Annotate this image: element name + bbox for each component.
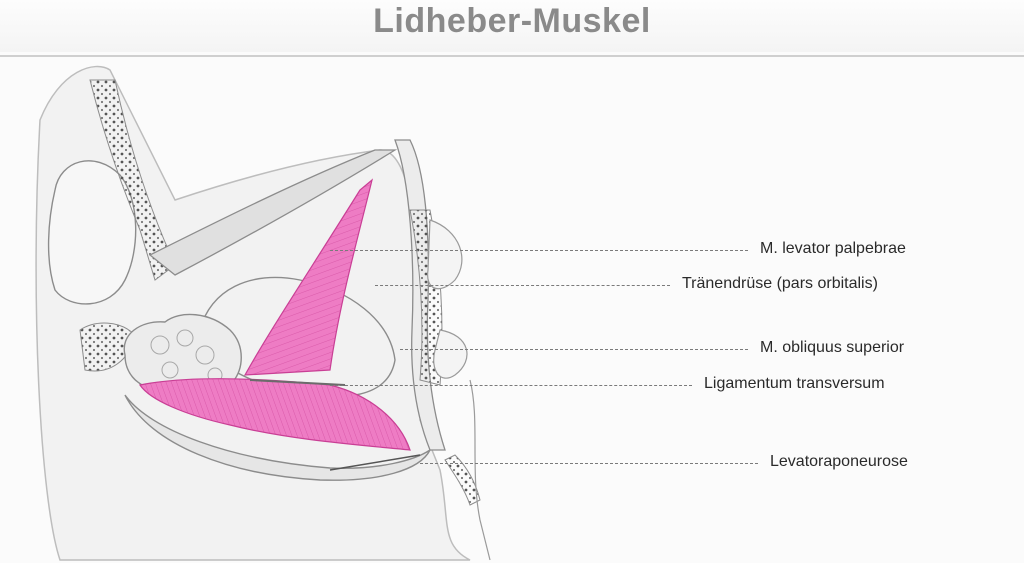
leader-line-aponeurosis [420, 463, 758, 464]
transverse-ligament [249, 379, 346, 386]
leader-line-lacrimal [375, 285, 670, 286]
label-lacrimal-gland: Tränendrüse (pars orbitalis) [682, 275, 878, 292]
title-divider [0, 55, 1024, 57]
nasal-septum [469, 379, 491, 561]
label-obliquus-superior: M. obliquus superior [760, 339, 905, 356]
page-title: Lidheber-Muskel [373, 2, 651, 40]
label-levatoraponeurose: Levatoraponeurose [770, 453, 908, 470]
eyelashes [329, 454, 421, 471]
nasal-cavity-contour [427, 219, 468, 379]
leader-line-levator [330, 250, 748, 251]
label-levator-palpebrae: M. levator palpebrae [760, 240, 906, 257]
frontal-sinus [47, 160, 137, 305]
orbital-roof [148, 149, 398, 276]
maxilla-bone-dotted [444, 454, 481, 506]
leader-line-ligament [330, 385, 692, 386]
title-bar: Lidheber-Muskel [0, 0, 1024, 52]
leader-line-obliquus [400, 349, 748, 350]
label-ligamentum-transversum: Ligamentum transversum [704, 375, 885, 392]
